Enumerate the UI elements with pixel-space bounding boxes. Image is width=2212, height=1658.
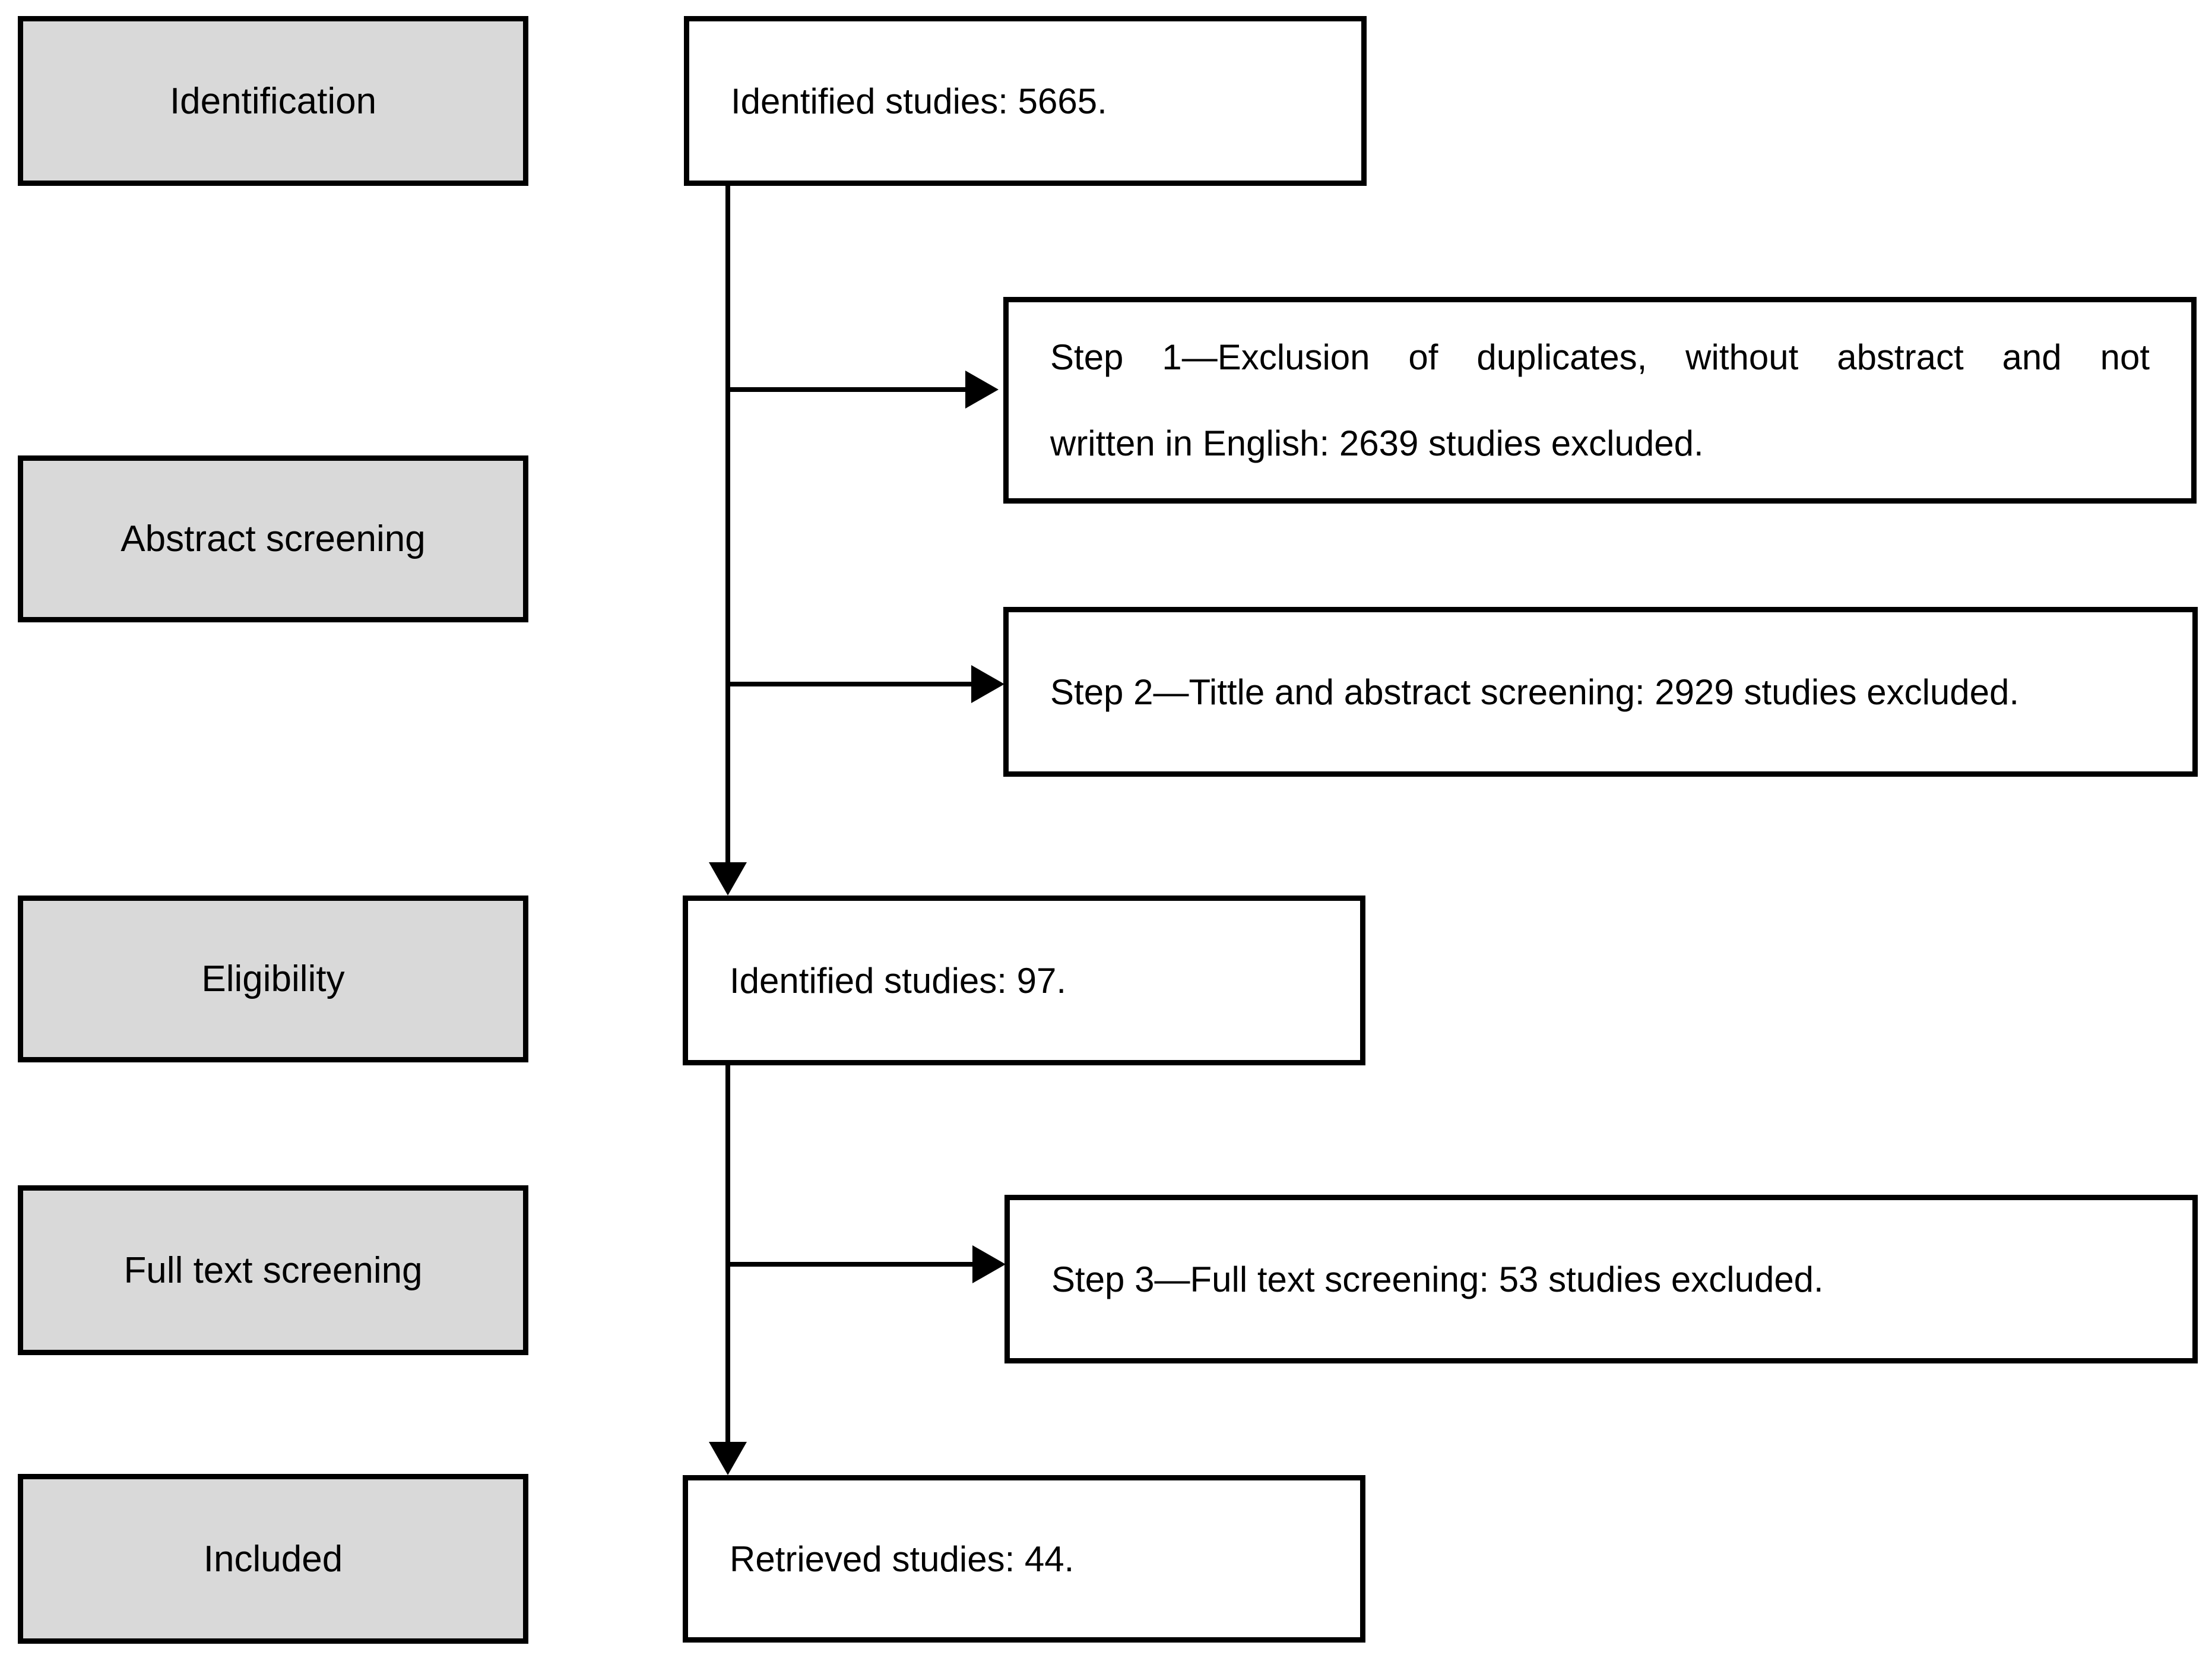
stage-label-full-text-screening: Full text screening <box>123 1249 423 1291</box>
down-arrowhead-to-included-icon <box>709 1442 747 1475</box>
down-arrowhead-to-eligibility-icon <box>709 862 747 896</box>
flow-box-step2-title-abstract-screening: Step 2—Tittle and abstract screening: 29… <box>1003 607 2198 777</box>
stage-label-included: Included <box>203 1538 343 1580</box>
stage-box-full-text-screening: Full text screening <box>18 1185 528 1355</box>
connector-branch-step3 <box>728 1262 972 1267</box>
identified-studies-initial-text: Identified studies: 5665. <box>731 81 1107 121</box>
step1-text-line2: written in English: 2639 studies exclude… <box>1050 423 1704 463</box>
stage-box-identification: Identification <box>18 16 528 186</box>
connector-branch-step2 <box>728 682 971 686</box>
connector-vertical-top <box>725 186 730 864</box>
flow-box-identified-studies-initial: Identified studies: 5665. <box>684 16 1367 186</box>
flow-box-retrieved-studies: Retrieved studies: 44. <box>683 1475 1365 1643</box>
step2-text: Step 2—Tittle and abstract screening: 29… <box>1050 672 2020 712</box>
stage-label-eligibility: Eligibility <box>201 958 345 999</box>
retrieved-studies-text: Retrieved studies: 44. <box>730 1539 1075 1579</box>
connector-branch-step1 <box>728 387 965 392</box>
right-arrowhead-step3-icon <box>972 1245 1006 1283</box>
step1-text-line1: Step 1—Exclusion of duplicates, without … <box>1050 337 2150 377</box>
stage-label-abstract-screening: Abstract screening <box>121 518 426 559</box>
flow-box-step1-exclusion: Step 1—Exclusion of duplicates, without … <box>1003 297 2197 504</box>
stage-box-included: Included <box>18 1474 528 1644</box>
stage-box-abstract-screening: Abstract screening <box>18 455 528 622</box>
stage-box-eligibility: Eligibility <box>18 896 528 1062</box>
right-arrowhead-step2-icon <box>971 665 1004 703</box>
connector-vertical-bottom <box>725 1063 730 1443</box>
step3-text: Step 3—Full text screening: 53 studies e… <box>1051 1259 1824 1299</box>
identified-studies-eligible-text: Identified studies: 97. <box>730 960 1067 1001</box>
stage-label-identification: Identification <box>169 80 377 122</box>
flow-box-step3-full-text-screening: Step 3—Full text screening: 53 studies e… <box>1004 1195 2198 1363</box>
right-arrowhead-step1-icon <box>965 371 999 409</box>
flow-box-identified-studies-eligible: Identified studies: 97. <box>683 896 1365 1065</box>
